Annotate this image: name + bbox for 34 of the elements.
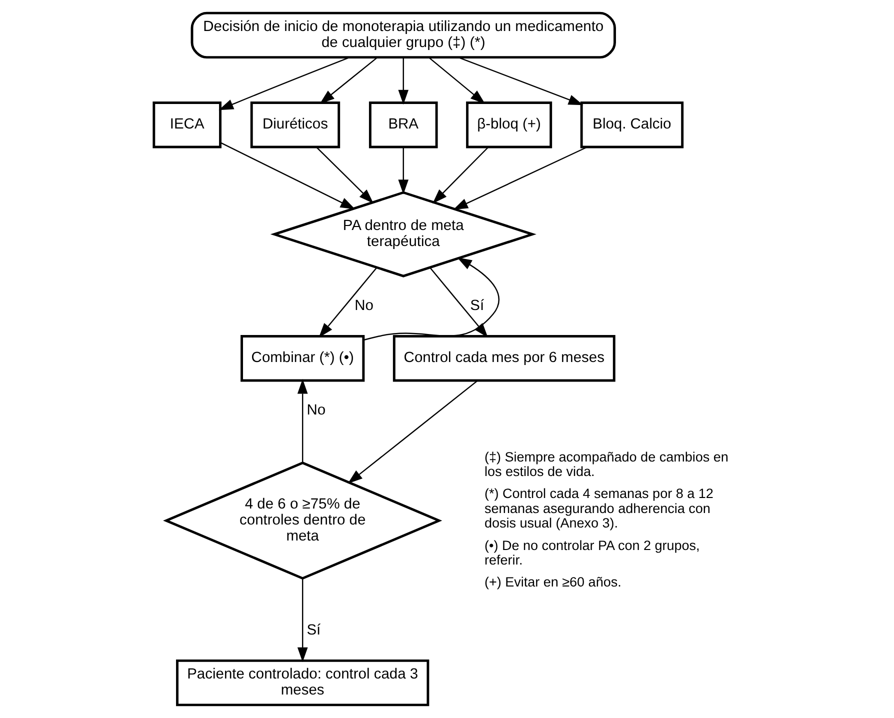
node-box: Bloq. Calcio [580,102,684,148]
edge-label: Sí [306,622,321,638]
node-box: Decisión de inicio de monoterapia utilizando un medicamento de cualquier grupo (‡) (*) [190,12,616,59]
arrow [398,58,409,105]
node-diamond: PA dentro de meta terapéutica [270,191,536,278]
arrow [297,378,308,463]
label: (*) Control cada 4 semanas por 8 a 12 semanas asegurando adherencia con dosis usual (Anexo 3). [484,486,714,531]
edge-label: Sí [470,298,484,314]
arrow [220,142,356,210]
node-box: Control cada mes por 6 meses [392,335,616,382]
arrow [453,146,588,210]
node-diamond: 4 de 6 o ≥75% de controles dentro de meta [163,462,442,580]
edge-label: No [306,402,326,418]
arrow [318,267,378,338]
node-box: IECA [152,102,222,148]
node-box: β-bloq (+) [466,102,552,148]
label: (•) De no controlar PA con 2 grupos, referir. [484,538,700,568]
arrow [432,146,489,204]
arrow [458,56,584,106]
arrow [398,147,409,194]
arrow [218,56,350,110]
arrow [316,146,374,204]
arrow [428,57,486,104]
edge-label: No [354,298,374,314]
label: (‡) Siempre acompañado de cambios en los estilos de vida. [484,449,728,480]
node-box: Diuréticos [250,102,340,148]
label: (+) Evitar en ≥60 años. [484,574,622,590]
arrow [320,57,378,104]
node-box: BRA [368,102,438,148]
node-box: Combinar (*) (•) [240,335,365,382]
arrow [297,578,308,662]
node-box: Paciente controlado: control cada 3 meses [176,659,430,706]
arrow [363,257,500,341]
arrow [348,380,478,484]
